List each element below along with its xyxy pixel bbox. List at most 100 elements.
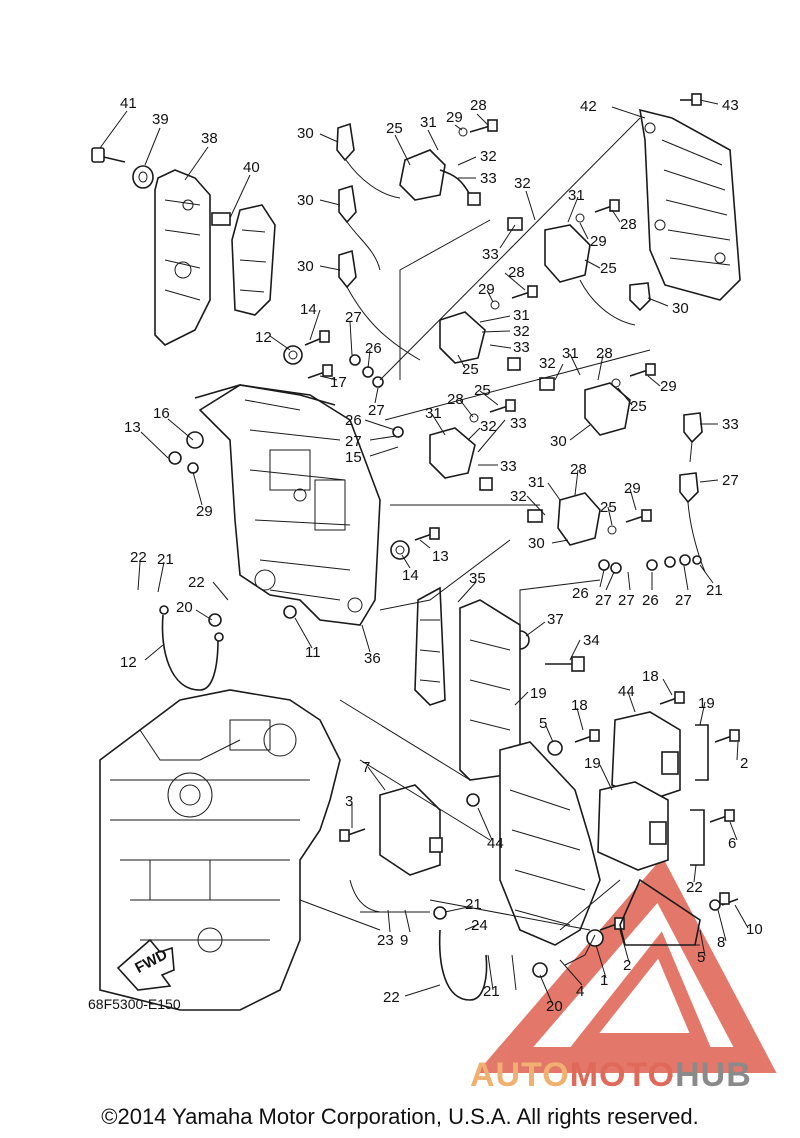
callout: 41: [120, 95, 137, 112]
callout: 36: [364, 650, 381, 667]
callout: 29: [590, 233, 607, 250]
callout: 29: [446, 109, 463, 126]
electrical-bracket: [194, 384, 381, 626]
callout: 5: [539, 715, 547, 732]
callout: 12: [255, 329, 272, 346]
callout: 26: [572, 585, 589, 602]
callout: 19: [584, 755, 601, 772]
callout: 32: [480, 418, 497, 435]
watermark-auto: AUTO: [470, 1056, 570, 1094]
watermark-moto: MOTO: [569, 1056, 676, 1094]
callout: 33: [513, 339, 530, 356]
callout: 22: [130, 549, 147, 566]
callout: 21: [706, 582, 723, 599]
callout: 15: [345, 449, 362, 466]
callout: 32: [510, 488, 527, 505]
callout: 25: [386, 120, 403, 137]
callout: 27: [368, 402, 385, 419]
callout: 22: [686, 879, 703, 896]
ground-leads: [159, 605, 488, 1001]
callout: 33: [482, 246, 499, 263]
callout: 30: [297, 258, 314, 275]
callout: 1: [600, 972, 608, 989]
callout: 7: [362, 759, 370, 776]
callout: 16: [153, 405, 170, 422]
watermark-logo: [476, 857, 777, 1073]
callout: 31: [568, 187, 585, 204]
callout: 14: [402, 567, 419, 584]
callout: 5: [697, 949, 705, 966]
callout: 26: [365, 340, 382, 357]
callout: 30: [528, 535, 545, 552]
callout: 25: [600, 499, 617, 516]
callout: 21: [465, 896, 482, 913]
callout: 28: [508, 264, 525, 281]
callout: 25: [474, 382, 491, 399]
callout: 27: [675, 592, 692, 609]
callout: 29: [478, 281, 495, 298]
callout: 9: [400, 932, 408, 949]
fwd-arrow: FWD: [116, 938, 175, 991]
watermark-hub: HUB: [675, 1056, 752, 1094]
callout: 25: [462, 361, 479, 378]
callout: 32: [513, 323, 530, 340]
callout: 10: [746, 921, 763, 938]
callout: 27: [618, 592, 635, 609]
bracket-assembly: [91, 147, 276, 346]
callout: 32: [480, 148, 497, 165]
callout: 19: [698, 695, 715, 712]
callout: 40: [243, 159, 260, 176]
ignition-coil-caps: [336, 122, 421, 361]
callout: 26: [345, 412, 362, 429]
callout: 8: [717, 934, 725, 951]
callout: 33: [722, 416, 739, 433]
callout: 31: [528, 474, 545, 491]
callout: 29: [660, 378, 677, 395]
mount-plate: [414, 586, 521, 781]
callout: 29: [196, 503, 213, 520]
callout: 30: [297, 192, 314, 209]
callout: 28: [596, 345, 613, 362]
callout: 21: [157, 551, 174, 568]
callout: 24: [471, 917, 488, 934]
callout: 27: [722, 472, 739, 489]
callout: 18: [642, 668, 659, 685]
callout: 30: [550, 433, 567, 450]
callout: 28: [570, 461, 587, 478]
callout: 20: [176, 599, 193, 616]
watermark-text: AUTOMOTOHUB: [470, 1056, 752, 1095]
callout: 12: [120, 654, 137, 671]
callout: 20: [546, 998, 563, 1015]
callout: 33: [510, 415, 527, 432]
callout: 4: [576, 983, 584, 1000]
leader-lines: [99, 99, 749, 1004]
callout: 30: [297, 125, 314, 142]
callout: 22: [188, 574, 205, 591]
callout: 18: [571, 697, 588, 714]
ignition-coils: [399, 149, 706, 573]
callout: 44: [487, 835, 504, 852]
cover-panel: [639, 108, 741, 301]
callout: 25: [600, 260, 617, 277]
callout: 33: [480, 170, 497, 187]
callout: 17: [330, 374, 347, 391]
callout: 11: [305, 644, 321, 661]
callout: 26: [642, 592, 659, 609]
callout: 34: [583, 632, 600, 649]
callout: 14: [300, 301, 317, 318]
callout: 32: [514, 175, 531, 192]
callout: 33: [500, 458, 517, 475]
callout: 22: [383, 989, 400, 1006]
callout: 38: [201, 130, 218, 147]
callout: 43: [722, 97, 739, 114]
callout: 35: [469, 570, 486, 587]
callout: 30: [672, 300, 689, 317]
callout: 25: [630, 398, 647, 415]
callout: 19: [530, 685, 547, 702]
callout: 32: [539, 355, 556, 372]
callout: 31: [425, 405, 442, 422]
callout: 31: [513, 307, 530, 324]
callout: 27: [345, 433, 362, 450]
callout: 13: [124, 419, 141, 436]
